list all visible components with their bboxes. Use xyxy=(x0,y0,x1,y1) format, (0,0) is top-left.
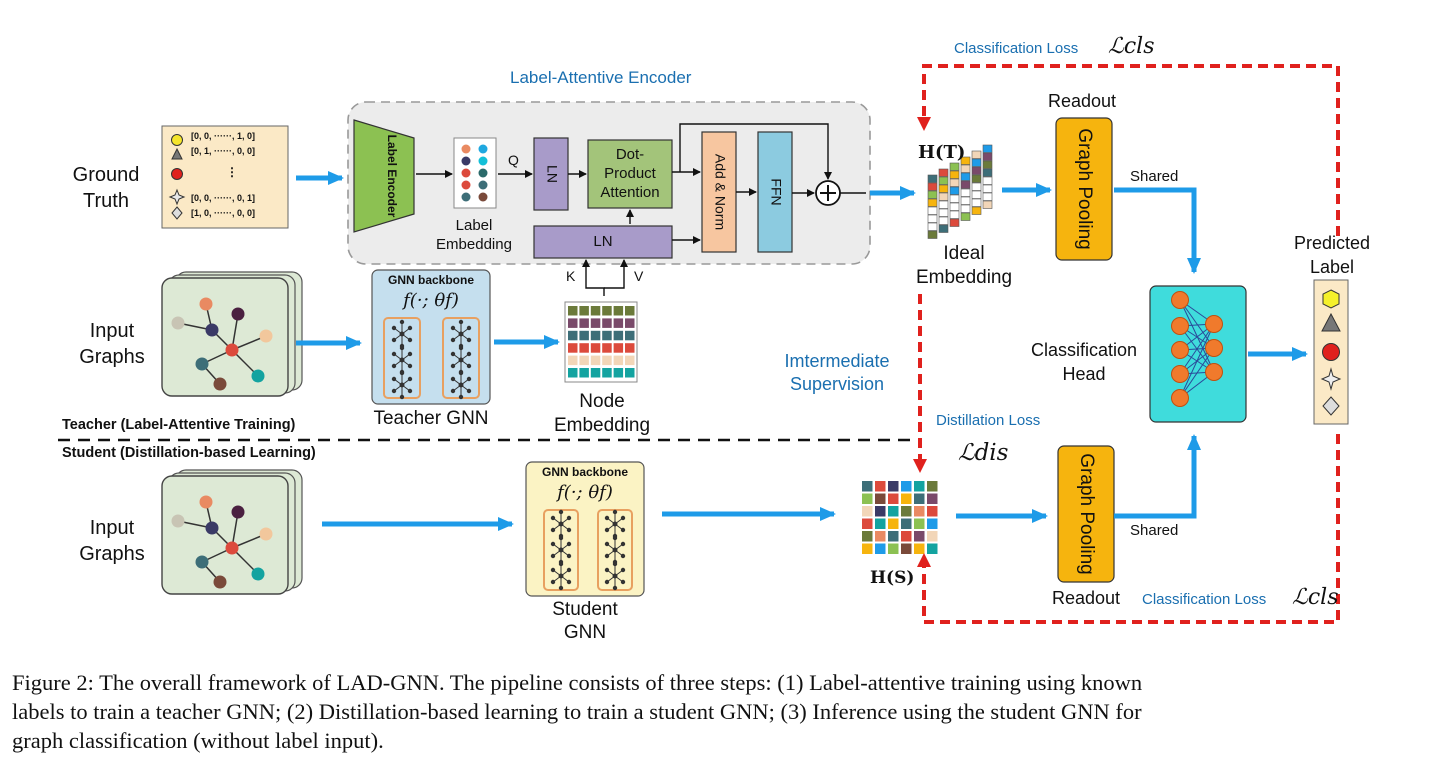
classification-head-block xyxy=(1149,285,1247,423)
caption-line-2: labels to train a teacher GNN; (2) Disti… xyxy=(12,699,1142,724)
intermediate-supervision-label: Imtermediate Supervision xyxy=(784,351,890,394)
ideal-embedding-bars xyxy=(927,144,993,239)
graph-pooling-top-block xyxy=(1055,117,1113,261)
teacher-backbone-title: GNN backbone xyxy=(387,273,474,287)
teacher-section-label: Teacher (Label-Attentive Training) xyxy=(62,417,296,433)
shared-bottom-label: Shared xyxy=(1130,522,1179,539)
predicted-circle-red-icon xyxy=(1322,343,1340,361)
triangle-icon xyxy=(171,147,183,160)
student-gnn-label: Student GNN xyxy=(552,599,618,643)
figure-caption: Figure 2: The overall framework of LAD-G… xyxy=(12,668,1432,755)
ideal-h-label: H(T) xyxy=(918,142,966,163)
cls-symbol-bottom: ℒcls xyxy=(1292,585,1339,610)
ideal-embedding-label: Ideal Embedding xyxy=(915,243,1013,288)
readout-top-label: Readout xyxy=(1048,91,1117,111)
predicted-diamond-icon xyxy=(1322,396,1340,416)
add-norm-block xyxy=(701,131,737,253)
graph-pooling-bottom-text: Graph Pooling xyxy=(1076,453,1097,574)
student-backbone-formula: f(·; θf) xyxy=(557,482,613,503)
predicted-triangle-icon xyxy=(1321,312,1341,332)
classification-head-label: Classification Head xyxy=(1030,340,1138,384)
gt-vector-4: [1, 0, ······, 0, 0] xyxy=(191,208,256,218)
student-input-graphs-label: Input Graphs xyxy=(79,517,145,565)
dot-product-attention-text: Dot-Product Attention xyxy=(600,146,660,201)
ground-truth-card xyxy=(161,125,289,229)
label-encoder-text: Label Encoder xyxy=(385,135,399,218)
graph-pooling-top-text: Graph Pooling xyxy=(1074,128,1095,249)
gt-vector-3: [0, 0, ······, 0, 1] xyxy=(191,193,256,203)
framework-diagram: Label Encoder LN Add & Norm FFN xyxy=(58,64,1349,624)
label-embedding-dots xyxy=(461,144,488,202)
caption-line-3: graph classification (without label inpu… xyxy=(12,728,384,753)
ground-truth-label: Ground Truth xyxy=(72,164,140,212)
student-backbone-title: GNN backbone xyxy=(541,465,628,479)
classification-head-network xyxy=(1171,291,1223,407)
q-label: Q xyxy=(508,152,519,168)
add-norm-text: Add & Norm xyxy=(712,154,728,230)
k-label: K xyxy=(566,268,576,284)
predicted-label-caption: Predicted Label xyxy=(1293,233,1371,277)
label-encoder-block xyxy=(353,119,415,233)
gt-vector-1: [0, 0, ······, 1, 0] xyxy=(191,131,256,141)
teacher-backbone-formula: f(·; θf) xyxy=(403,290,459,311)
diamond-icon xyxy=(171,206,183,220)
label-embedding-matrix xyxy=(453,137,497,209)
teacher-gnn-label: Teacher GNN xyxy=(373,408,489,429)
node-embedding-matrix xyxy=(564,301,638,383)
star-icon xyxy=(168,188,186,206)
readout-bottom-label: Readout xyxy=(1052,588,1121,608)
gt-vector-ellipsis: ⋮ xyxy=(226,165,238,179)
dot-product-attention-block xyxy=(587,139,673,209)
loss-paths xyxy=(913,64,1340,624)
flow-arrows xyxy=(296,171,1308,531)
cls-symbol-top: ℒcls xyxy=(1108,34,1155,59)
predicted-circle-yellow-icon xyxy=(1322,289,1340,309)
ffn-text: FFN xyxy=(768,178,784,205)
encoder-arrows xyxy=(416,123,866,296)
teacher-input-graphs-label: Input Graphs xyxy=(79,320,145,368)
circle-yellow-icon xyxy=(171,134,183,146)
label-embedding-caption: Label Embedding xyxy=(436,217,512,253)
gt-vector-2: [0, 1, ······, 0, 0] xyxy=(191,146,256,156)
caption-line-1: Figure 2: The overall framework of LAD-G… xyxy=(12,670,1143,695)
student-embedding-matrix xyxy=(862,481,938,554)
node-embedding-label: Node Embedding xyxy=(553,391,651,436)
circle-red-icon xyxy=(171,168,183,180)
v-label: V xyxy=(634,268,644,284)
teacher-input-graphs-card xyxy=(161,271,303,397)
encoder-title: Label-Attentive Encoder xyxy=(510,68,692,87)
classification-loss-bottom-label: Classification Loss xyxy=(1142,591,1267,608)
distillation-loss-label: Distillation Loss xyxy=(936,412,1041,429)
shared-top-label: Shared xyxy=(1130,168,1179,185)
ln-block-2 xyxy=(533,225,673,259)
student-h-label: H(S) xyxy=(870,568,915,588)
ln-text-1: LN xyxy=(544,165,560,183)
student-section-label: Student (Distillation-based Learning) xyxy=(62,445,316,461)
classification-loss-top-label: Classification Loss xyxy=(954,40,1079,57)
predicted-star-icon xyxy=(1320,367,1342,391)
ffn-block xyxy=(757,131,793,253)
ln-text-2: LN xyxy=(593,233,613,250)
student-input-graphs-card xyxy=(161,469,303,595)
dis-symbol: ℒdis xyxy=(958,440,1009,466)
